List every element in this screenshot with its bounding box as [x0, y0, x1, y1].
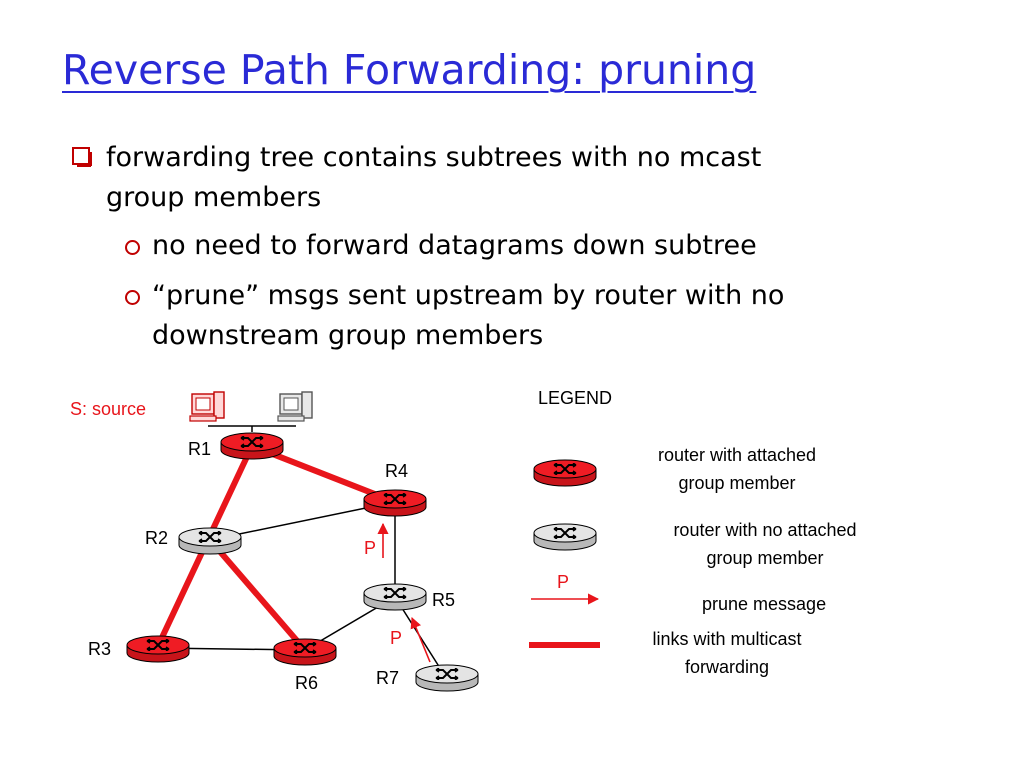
router-r3 — [127, 636, 189, 662]
legend-router-member-icon — [534, 460, 596, 486]
router-r2 — [179, 528, 241, 554]
slide-title: Reverse Path Forwarding: pruning — [62, 46, 757, 94]
sub-bullet-2-line-2: downstream group members — [152, 320, 544, 351]
main-bullet-line-1: forwarding tree contains subtrees with n… — [106, 142, 762, 173]
legend-link-line-1: links with multicast — [652, 629, 801, 649]
router-label-r5: R5 — [432, 590, 455, 610]
prune-label-r4: P — [364, 538, 376, 558]
host-computer-icon — [277, 391, 313, 422]
router-label-r3: R3 — [88, 639, 111, 659]
circle-bullet-icon — [125, 240, 140, 255]
sub-bullet-1-text: no need to forward datagrams down subtre… — [152, 230, 757, 261]
multicast-link-r2-r6 — [207, 538, 308, 652]
sub-bullet-2-line-1: “prune” msgs sent upstream by router wit… — [152, 280, 785, 311]
sub-bullet-1: no need to forward datagrams down subtre… — [152, 226, 757, 266]
router-r5 — [364, 584, 426, 610]
source-label: S: source — [70, 399, 146, 419]
prune-arrow-r7-r5 — [410, 616, 431, 663]
router-label-r1: R1 — [188, 439, 211, 459]
router-r7 — [416, 665, 478, 691]
legend-prune-symbol: P — [557, 572, 569, 592]
legend-title: LEGEND — [538, 388, 612, 408]
router-label-r6: R6 — [295, 673, 318, 693]
router-label-r7: R7 — [376, 668, 399, 688]
router-label-r4: R4 — [385, 461, 408, 481]
source-computer-icon — [189, 391, 225, 422]
legend-router-member-line-1: router with attached — [658, 445, 816, 465]
circle-bullet-icon — [125, 290, 140, 305]
legend-router-nonmember-icon — [534, 524, 596, 550]
router-r6 — [274, 639, 336, 665]
legend-router-member-line-2: group member — [678, 473, 795, 493]
main-bullet-line-2: group members — [106, 182, 322, 213]
router-r1 — [221, 433, 283, 459]
sub-bullet-2: “prune” msgs sent upstream by router wit… — [152, 276, 784, 356]
main-bullet: forwarding tree contains subtrees with n… — [106, 138, 761, 218]
legend-router-nonmember-line-1: router with no attached — [673, 520, 856, 540]
legend-prune-text: prune message — [702, 594, 826, 614]
square-bullet-icon — [72, 147, 92, 167]
legend-link-line-2: forwarding — [685, 657, 769, 677]
router-r4 — [364, 490, 426, 516]
legend-router-nonmember-line-2: group member — [706, 548, 823, 568]
prune-label-r5: P — [390, 628, 402, 648]
router-label-r2: R2 — [145, 528, 168, 548]
